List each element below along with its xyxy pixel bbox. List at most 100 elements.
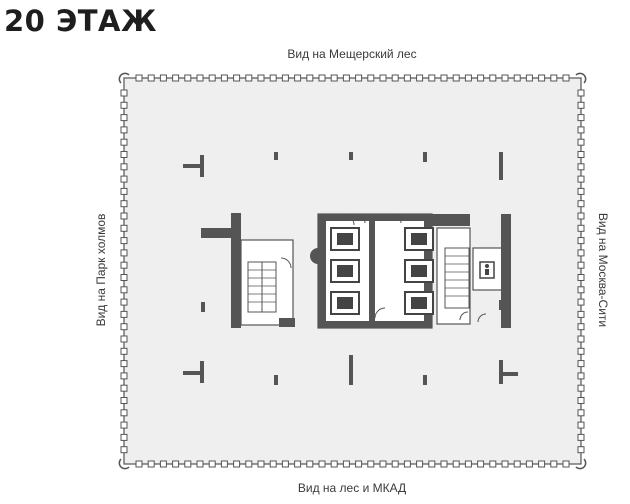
facade-post <box>120 163 128 171</box>
facade-post <box>120 212 128 220</box>
facade-post <box>550 74 558 82</box>
elevator-icon <box>404 259 434 283</box>
facade-post <box>120 335 128 343</box>
facade-post <box>577 323 585 331</box>
facade-post <box>577 175 585 183</box>
facade-post <box>120 421 128 429</box>
facade-post <box>577 101 585 109</box>
facade-post <box>120 286 128 294</box>
facade-post <box>577 421 585 429</box>
facade-post <box>577 286 585 294</box>
facade-post <box>306 74 314 82</box>
facade-post <box>342 460 350 468</box>
facade-post <box>318 74 326 82</box>
elevator-icon <box>330 291 360 315</box>
facade-post <box>391 460 399 468</box>
facade-post <box>489 460 497 468</box>
facade-post <box>577 347 585 355</box>
facade-post <box>525 460 533 468</box>
facade-post <box>281 74 289 82</box>
facade-post <box>501 74 509 82</box>
elevator-icon <box>404 291 434 315</box>
facade-post <box>577 237 585 245</box>
facade-post <box>577 360 585 368</box>
facade-post <box>245 460 253 468</box>
facade-post <box>440 74 448 82</box>
facade-post <box>147 460 155 468</box>
facade-post <box>281 460 289 468</box>
facade-post <box>428 460 436 468</box>
facade-post <box>577 187 585 195</box>
facade-post <box>538 460 546 468</box>
facade-post <box>416 460 424 468</box>
restroom-icon <box>479 261 495 279</box>
facade-post <box>577 298 585 306</box>
facade-post <box>403 460 411 468</box>
stair-core-west <box>201 213 295 328</box>
facade-post <box>367 460 375 468</box>
facade-post <box>245 74 253 82</box>
facade-post <box>464 74 472 82</box>
facade-post <box>120 224 128 232</box>
interior-columns <box>183 152 518 385</box>
view-label-south: Вид на лес и МКАД <box>297 481 407 495</box>
facade-post <box>577 274 585 281</box>
facade-post <box>120 261 128 269</box>
facade-post <box>367 74 375 82</box>
facade-post <box>577 433 585 441</box>
facade-post <box>147 74 155 82</box>
facade-post <box>257 74 265 82</box>
facade-post <box>355 74 363 82</box>
facade-post <box>513 460 521 468</box>
facade-post <box>440 460 448 468</box>
elevator-icon <box>404 227 434 251</box>
facade-post <box>464 460 472 468</box>
facade-post <box>135 460 143 468</box>
facade-post <box>120 237 128 245</box>
facade-post <box>120 274 128 281</box>
facade-post <box>416 74 424 82</box>
facade-post <box>318 460 326 468</box>
facade-post <box>577 224 585 232</box>
facade-post <box>577 200 585 208</box>
facade-post <box>172 460 180 468</box>
facade-post <box>120 323 128 331</box>
facade-post <box>120 310 128 318</box>
facade-post <box>452 74 460 82</box>
facade-post <box>342 74 350 82</box>
facade-post <box>577 89 585 97</box>
facade-post <box>577 397 585 404</box>
facade-post <box>257 460 265 468</box>
facade-post <box>538 74 546 82</box>
facade-post <box>120 151 128 158</box>
floor-title: 20 ЭТАЖ <box>4 4 157 38</box>
elevator-icon <box>330 227 360 251</box>
facade-post <box>577 384 585 392</box>
facade-post <box>513 74 521 82</box>
facade-post <box>577 409 585 417</box>
facade-post <box>120 138 128 146</box>
facade-post <box>577 372 585 380</box>
facade-post <box>562 460 570 468</box>
facade-post <box>196 460 204 468</box>
facade-post <box>233 460 241 468</box>
facade-post <box>577 310 585 318</box>
facade-post <box>269 74 277 82</box>
facade-post <box>120 397 128 404</box>
facade-post <box>428 74 436 82</box>
facade-post <box>208 460 216 468</box>
facade-post <box>391 74 399 82</box>
facade-post <box>172 74 180 82</box>
facade-post <box>120 384 128 392</box>
facade-post <box>355 460 363 468</box>
facade-post <box>403 74 411 82</box>
facade-post <box>577 151 585 158</box>
facade-post <box>477 74 485 82</box>
facade-post <box>120 126 128 134</box>
facade-post <box>184 460 192 468</box>
facade-post <box>120 187 128 195</box>
facade-post <box>120 249 128 257</box>
facade-post <box>306 460 314 468</box>
facade-post <box>120 433 128 441</box>
facade-post <box>135 74 143 82</box>
